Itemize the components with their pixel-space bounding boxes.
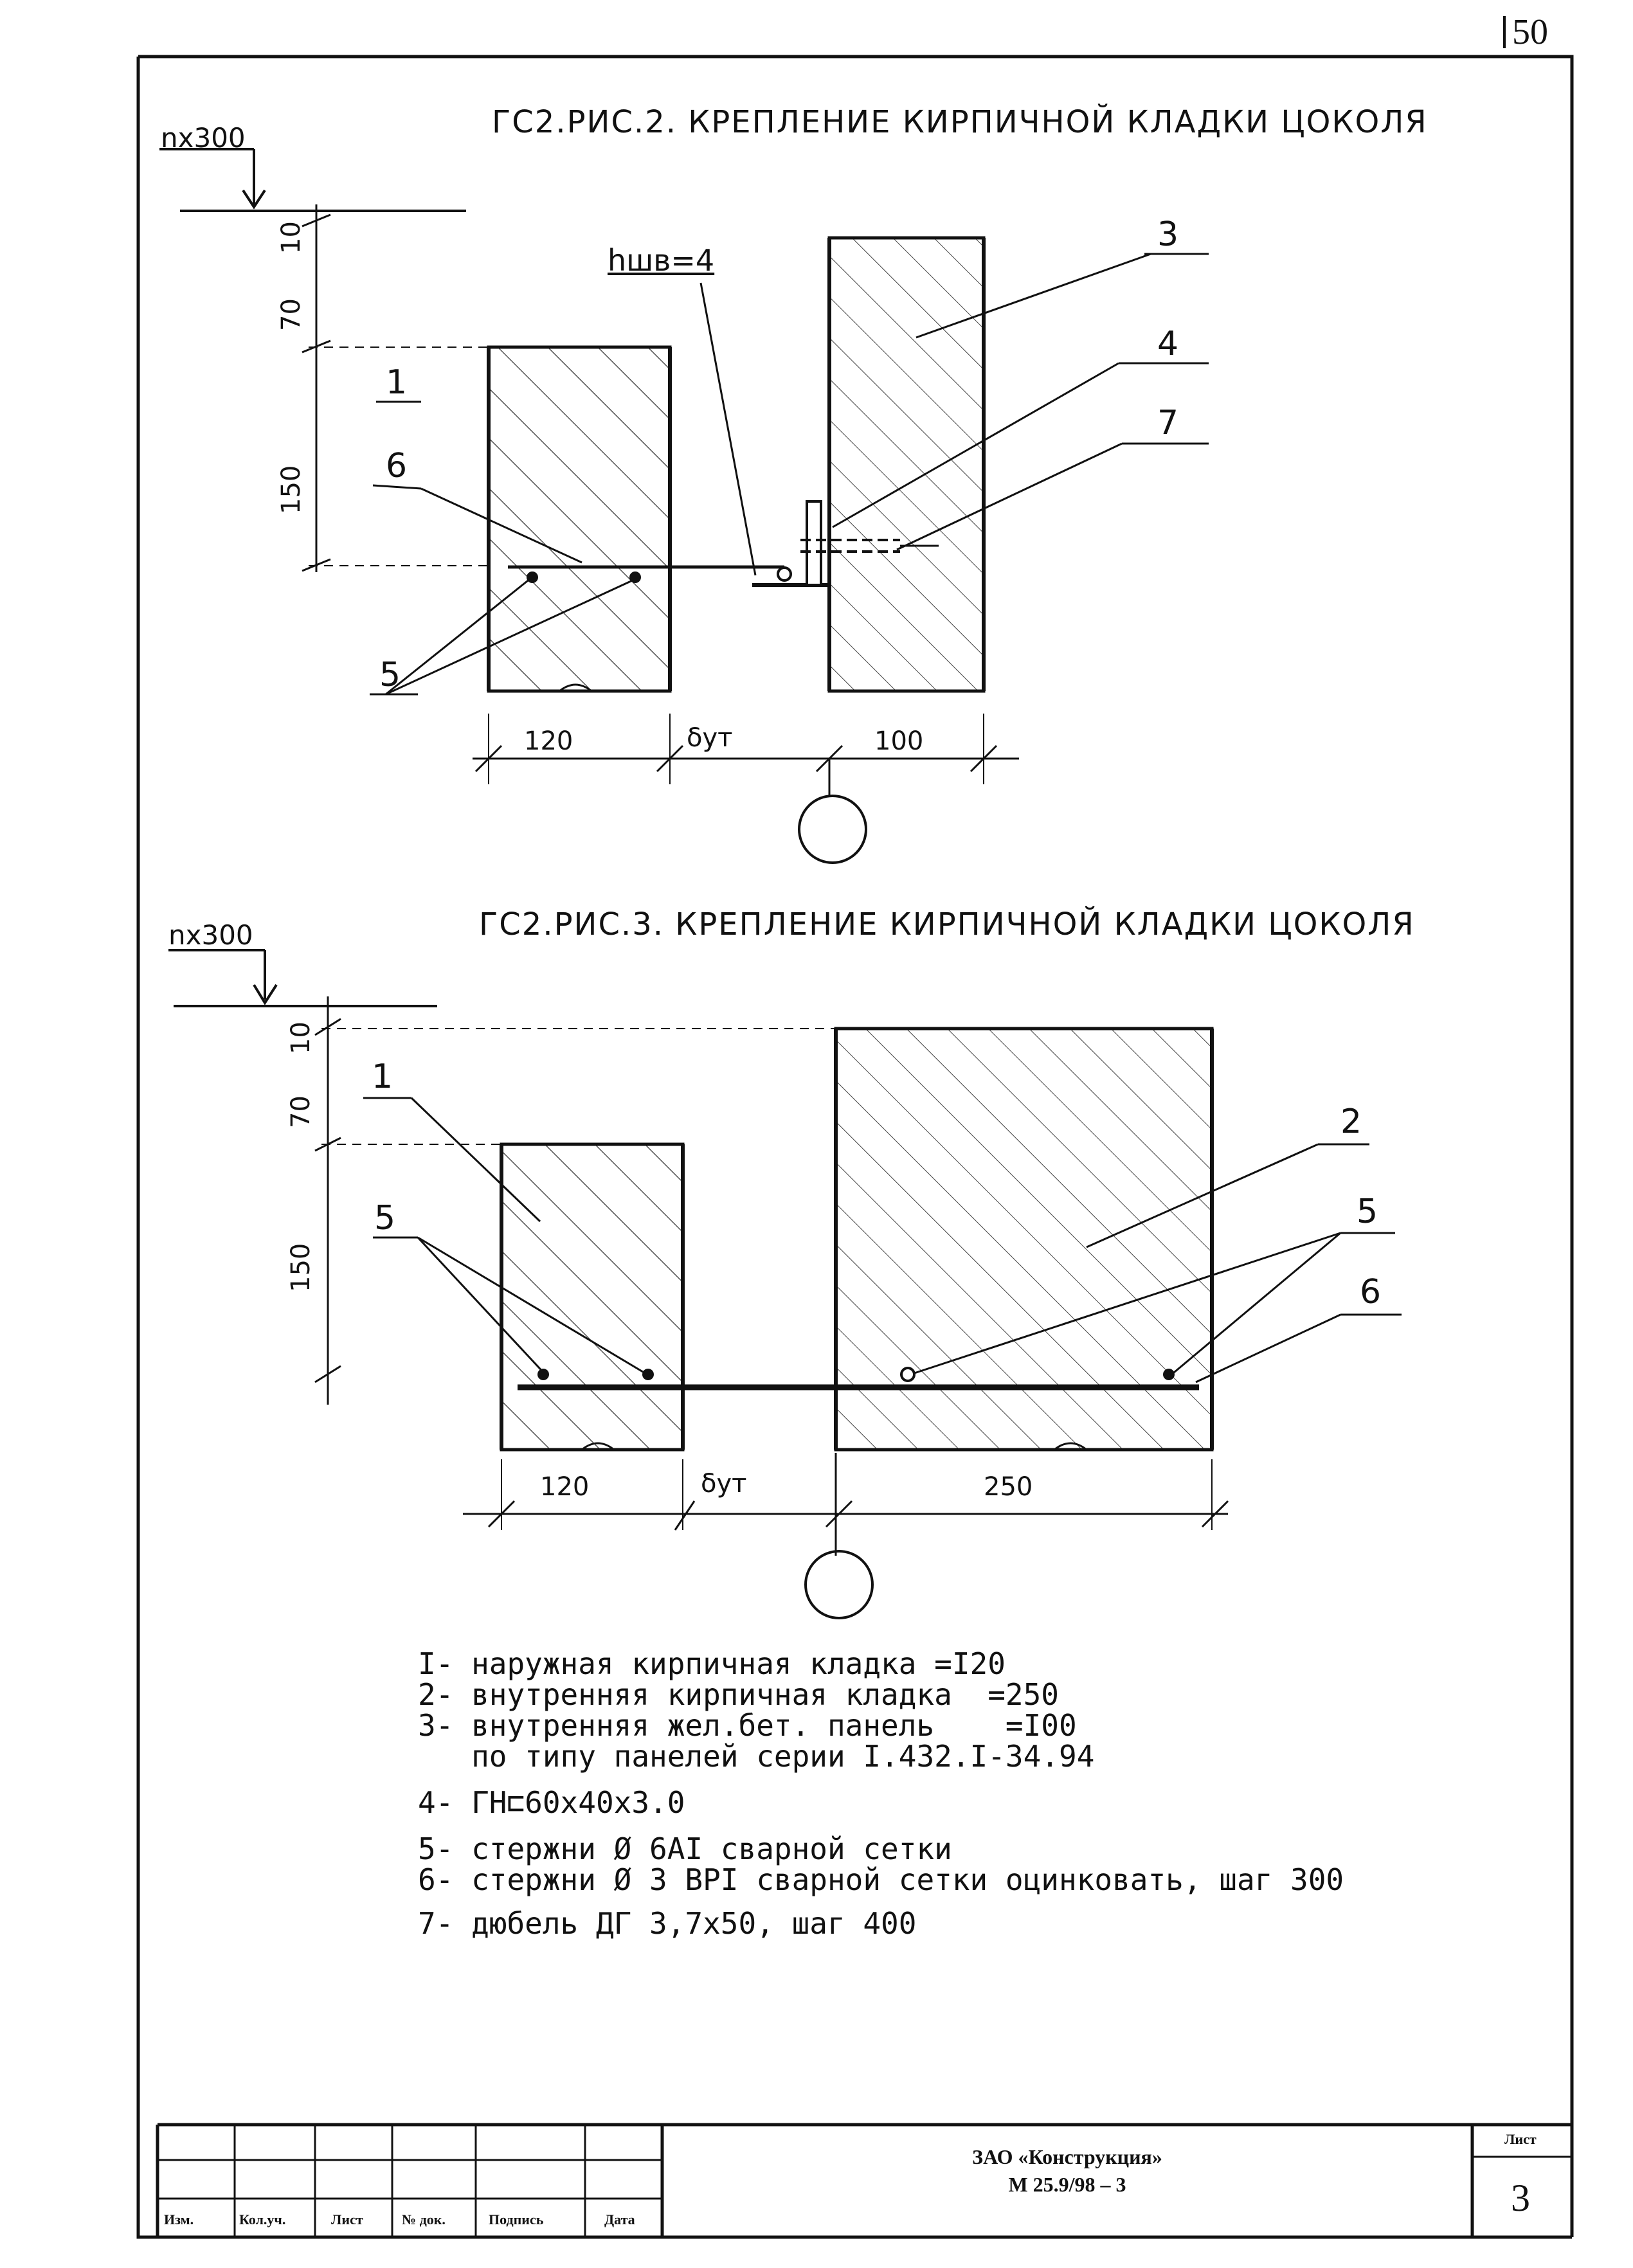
weld-label: hшв=4 — [608, 243, 715, 278]
figure3-dim-h-2: δут — [701, 1469, 747, 1498]
rod-mark — [900, 1367, 916, 1382]
figure3-level-mark: nx300 — [168, 919, 253, 951]
figure3-dim-v-1: 10 — [286, 1022, 316, 1054]
figure3-dim-h-1: 120 — [540, 1472, 590, 1502]
figure3-rods — [537, 1367, 1175, 1382]
title-block-grid — [156, 2123, 1572, 2237]
tb-col-kol-uch: Кол.уч. — [239, 2211, 286, 2228]
page-number: 50 — [1512, 12, 1548, 52]
figure2-callout-7: 7 — [1157, 404, 1179, 442]
rod-mark — [642, 1369, 654, 1380]
figure2-dim-v-3: 150 — [276, 465, 306, 514]
figure2-title: ГС2.РИС.2. КРЕПЛЕНИЕ КИРПИЧНОЙ КЛАДКИ ЦО… — [492, 104, 1428, 140]
figure2-dim-v-1: 10 — [276, 221, 306, 254]
figure2-level-mark: nx300 — [161, 122, 246, 154]
legend-item-3: 3- внутренняя жел.бет. панель =I00 — [418, 1708, 1077, 1743]
rod-mark — [537, 1369, 549, 1380]
tb-col-doc: № док. — [402, 2211, 446, 2228]
legend-item-2: 2- внутренняя кирпичная кладка =250 — [418, 1677, 1059, 1712]
figure2-rods — [527, 566, 792, 583]
rod-mark — [1163, 1369, 1175, 1380]
figure2-dim-h-3: 100 — [874, 726, 924, 756]
legend: I- наружная кирпичная кладка =I20 2- вну… — [418, 1649, 1344, 1940]
figure2-callout-1: 1 — [386, 363, 408, 402]
rod-mark — [629, 572, 641, 583]
figure3-dim-v-3: 150 — [286, 1243, 316, 1292]
sheet-frame — [136, 16, 1574, 2239]
figure2-dim-v-2: 70 — [276, 298, 306, 331]
legend-item-4: 4- ГН⊏60х40х3.0 — [418, 1785, 685, 1820]
tb-sheet-label: Лист — [1504, 2131, 1537, 2147]
figure2-callout-6: 6 — [386, 447, 408, 485]
tb-doc-code: М 25.9/98 – 3 — [1008, 2173, 1126, 2196]
figure3-drawing — [168, 949, 1402, 1619]
rod-mark — [527, 572, 538, 583]
figure3-callout-2: 2 — [1340, 1102, 1362, 1141]
figure3-callout-5-left: 5 — [374, 1199, 396, 1238]
figure3-callout-6: 6 — [1360, 1273, 1382, 1311]
legend-item-3-note: по типу панелей серии I.432.I-34.94 — [418, 1739, 1095, 1774]
figure2-callout-3: 3 — [1157, 215, 1179, 254]
tb-sheet-number: 3 — [1511, 2177, 1530, 2219]
figure2-dim-h-2: δут — [687, 723, 733, 753]
legend-item-7: 7- дюбель ДГ 3,7х50, шаг 400 — [418, 1906, 917, 1941]
tb-col-list: Лист — [331, 2211, 363, 2228]
figure2-drawing — [159, 148, 1209, 864]
figure2-callout-4: 4 — [1157, 325, 1179, 363]
tb-col-sign: Подпись — [489, 2211, 544, 2228]
legend-item-1: I- наружная кирпичная кладка =I20 — [418, 1646, 1006, 1681]
figure2-dim-h-1: 120 — [524, 726, 573, 756]
figure2-callout-5: 5 — [379, 656, 401, 694]
legend-item-5: 5- стержни Ø 6АI сварной сетки — [418, 1832, 952, 1866]
figure3-title: ГС2.РИС.3. КРЕПЛЕНИЕ КИРПИЧНОЙ КЛАДКИ ЦО… — [479, 906, 1415, 942]
legend-item-6: 6- стержни Ø 3 ВРI сварной сетки оцинков… — [418, 1862, 1344, 1897]
figure3-callout-5-right: 5 — [1357, 1192, 1378, 1231]
figure3-callout-1: 1 — [372, 1058, 393, 1096]
figure3-dim-h-3: 250 — [984, 1472, 1033, 1502]
tb-col-date: Дата — [604, 2211, 635, 2228]
tb-company: ЗАО «Конструкция» — [972, 2145, 1162, 2168]
rod-mark — [777, 566, 792, 582]
figure3-dim-v-2: 70 — [286, 1095, 316, 1128]
tb-col-izm: Изм. — [164, 2211, 194, 2228]
